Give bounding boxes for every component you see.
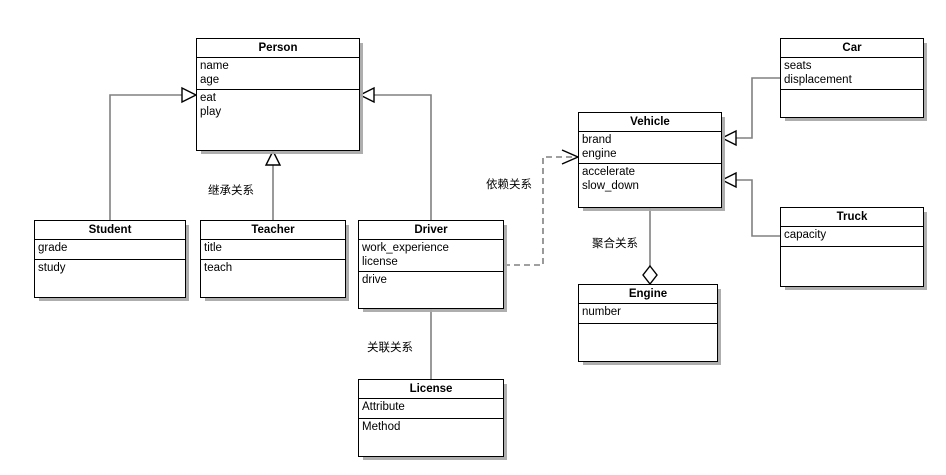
class-attributes: Attribute [359,399,503,419]
class-method: accelerate [582,166,636,178]
class-box-car[interactable]: Car seats displacement [780,38,924,118]
class-method: eat [200,92,216,104]
edge-driver-person[interactable] [358,86,432,220]
edge-driver-vehicle[interactable] [504,149,580,266]
class-methods: study [35,260,185,277]
class-box-engine[interactable]: Engine number [578,284,718,362]
class-title: Teacher [201,221,345,240]
class-attributes: brand engine [579,132,721,164]
class-title: Person [197,39,359,58]
class-method: Method [362,421,401,433]
class-attribute: capacity [784,229,827,241]
class-attribute: engine [582,148,617,160]
class-attributes: seats displacement [781,58,923,90]
edge-label-inheritance: 继承关系 [208,183,254,197]
class-methods: eat play [197,90,359,121]
class-title: Car [781,39,923,58]
class-methods: Method [359,419,503,436]
class-methods: accelerate slow_down [579,164,721,195]
class-methods: drive [359,272,503,289]
class-attribute: displacement [784,74,852,86]
class-attribute: work_experience [362,242,449,254]
edge-vehicle-engine[interactable] [642,208,658,286]
class-box-license[interactable]: License Attribute Method [358,379,504,457]
edge-label-aggregation: 聚合关系 [592,236,638,250]
class-box-teacher[interactable]: Teacher title teach [200,220,346,298]
edge-label-dependency: 依赖关系 [486,177,532,191]
class-methods [781,247,923,250]
class-attributes: capacity [781,227,923,247]
class-attributes: name age [197,58,359,90]
edge-car-vehicle[interactable] [720,77,780,147]
edge-label-association: 关联关系 [367,340,413,354]
edge-student-person[interactable] [109,86,198,220]
class-title: Vehicle [579,113,721,132]
class-attributes: title [201,240,345,260]
class-attributes: number [579,304,717,324]
class-title: License [359,380,503,399]
class-title: Truck [781,208,923,227]
class-title: Student [35,221,185,240]
class-attribute: title [204,242,222,254]
class-attribute: number [582,306,621,318]
class-attribute: brand [582,134,612,146]
class-attributes: grade [35,240,185,260]
class-method: teach [204,262,233,274]
class-box-truck[interactable]: Truck capacity [780,207,924,287]
class-method: drive [362,274,387,286]
class-method: slow_down [582,180,639,192]
class-title: Driver [359,221,503,240]
class-attribute: seats [784,60,812,72]
class-method: play [200,106,222,118]
class-attribute: Attribute [362,401,405,413]
class-methods [579,324,717,327]
class-attribute: age [200,74,220,86]
class-method: study [38,262,66,274]
class-box-vehicle[interactable]: Vehicle brand engine accelerate slow_down [578,112,722,208]
class-box-person[interactable]: Person name age eat play [196,38,360,151]
class-attribute: name [200,60,229,72]
class-box-student[interactable]: Student grade study [34,220,186,298]
class-methods [781,90,923,93]
class-methods: teach [201,260,345,277]
edge-teacher-person[interactable] [264,149,282,220]
class-attribute: license [362,256,398,268]
class-title: Engine [579,285,717,304]
class-attribute: grade [38,242,68,254]
edge-truck-vehicle[interactable] [720,171,780,237]
